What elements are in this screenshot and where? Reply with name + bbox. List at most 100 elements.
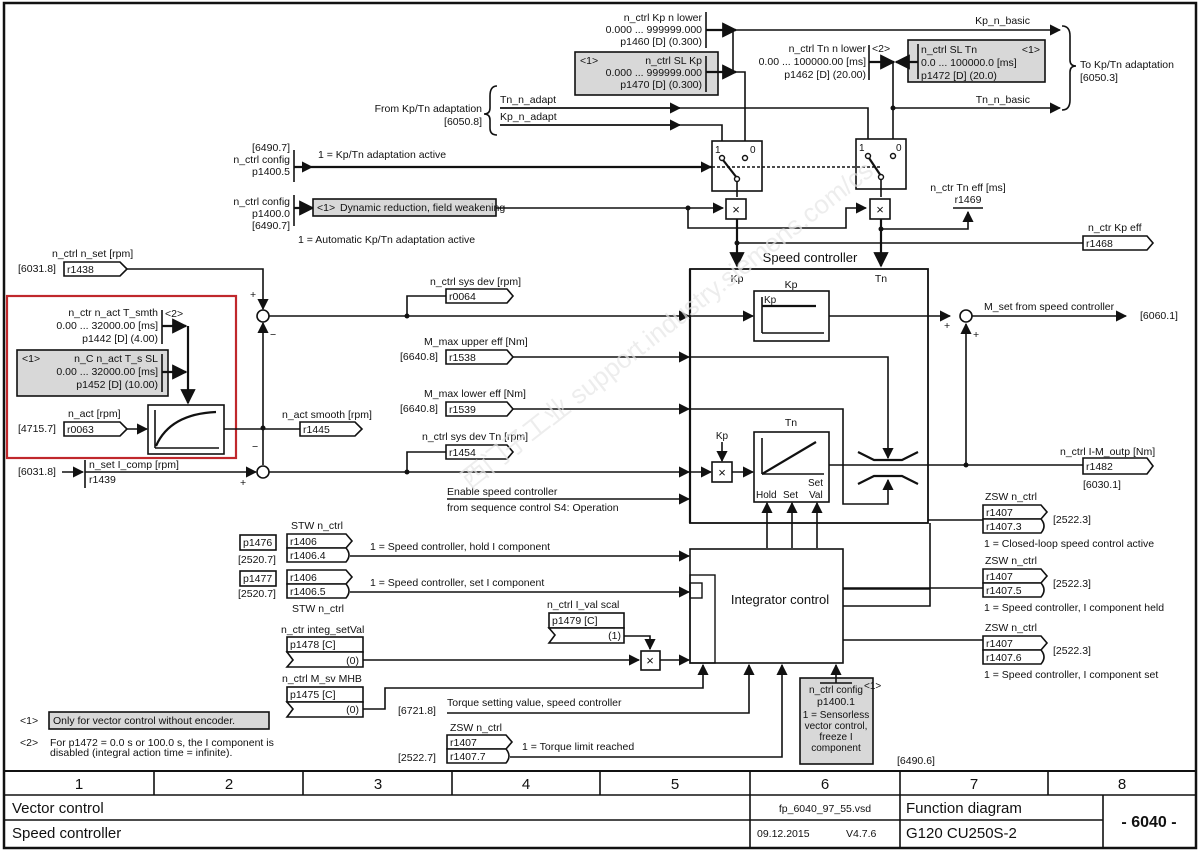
m-max-lower-input[interactable]: M_max lower eff [Nm] [6640.8] r1539 xyxy=(400,388,526,417)
column-6: 6 xyxy=(821,776,829,793)
svg-text:r1407.6: r1407.6 xyxy=(986,652,1022,664)
zsw-closed-loop-output[interactable]: ZSW n_ctrl r1407 r1407.3 [2522.3] 1 = Cl… xyxy=(982,491,1154,550)
footer-title-speed-controller: Speed controller xyxy=(12,825,121,842)
tn-eff-output: n_ctr Tn eff [ms] r1469 xyxy=(930,182,1006,209)
svg-text:−: − xyxy=(270,329,276,341)
column-3: 3 xyxy=(374,776,382,793)
svg-text:r1445: r1445 xyxy=(303,424,330,436)
torque-set-ref[interactable]: [6721.8] xyxy=(398,705,436,717)
n-set-comp-input[interactable]: [6031.8] n_set I_comp [rpm] r1439 xyxy=(18,459,179,488)
i-m-outp-output[interactable]: n_ctrl I-M_outp [Nm] r1482 [6030.1] xyxy=(1060,446,1155,491)
enable-source-label: from sequence control S4: Operation xyxy=(447,502,619,514)
svg-text:0: 0 xyxy=(896,143,902,154)
svg-text:n_ctrl config: n_ctrl config xyxy=(233,154,290,166)
svg-text:component: component xyxy=(811,743,861,754)
kp-tn-adaptation-active-label: 1 = Kp/Tn adaptation active xyxy=(318,149,446,161)
integrator-control-block: Integrator control xyxy=(689,548,844,664)
svg-text:1: 1 xyxy=(859,143,865,154)
kp-adapt-label: Kp_n_adapt xyxy=(500,111,557,123)
tn-integral-block xyxy=(753,431,830,503)
i-val-scal-input[interactable]: n_ctrl I_val scal p1479 [C] (1) xyxy=(547,599,625,644)
column-7: 7 xyxy=(970,776,978,793)
svg-text:+: + xyxy=(250,289,256,301)
svg-text:r1482: r1482 xyxy=(1086,461,1113,473)
svg-text:1 = Speed controller, I compon: 1 = Speed controller, I component set xyxy=(984,669,1158,681)
svg-text:(0): (0) xyxy=(346,704,359,716)
svg-text:n_set I_comp [rpm]: n_set I_comp [rpm] xyxy=(89,459,179,471)
m-set-summing-point xyxy=(959,309,973,323)
svg-text:r1539: r1539 xyxy=(449,404,476,416)
svg-text:p1478 [C]: p1478 [C] xyxy=(290,639,336,651)
enable-speed-controller-label: Enable speed controller xyxy=(447,486,558,498)
footnotes: <1> Only for vector control without enco… xyxy=(20,711,274,759)
svg-text:1 = Speed controller, set I co: 1 = Speed controller, set I component xyxy=(370,577,544,589)
svg-text:STW n_ctrl: STW n_ctrl xyxy=(291,520,343,532)
kp-lower-range: 0.000 ... 999999.000 xyxy=(606,24,702,36)
highlight-frame xyxy=(5,294,238,460)
svg-text:n_ctrl M_sv MHB: n_ctrl M_sv MHB xyxy=(282,673,362,685)
svg-text:+: + xyxy=(944,320,950,332)
zsw-i-set-output[interactable]: ZSW n_ctrl r1407 r1407.6 [2522.3] 1 = Sp… xyxy=(982,622,1158,681)
stw-hold-input[interactable]: STW n_ctrl p1476 [2520.7] r1406 r1406.4 … xyxy=(238,520,550,566)
m-sv-mhb-input[interactable]: n_ctrl M_sv MHB p1475 [C] (0) xyxy=(282,673,364,718)
integ-setval-input[interactable]: n_ctr integ_setVal p1478 [C] (0) xyxy=(281,624,364,668)
n-act-smooth-output[interactable]: n_act smooth [rpm] r1445 xyxy=(282,409,372,437)
from-adaptation-ref[interactable]: [6050.8] xyxy=(444,116,482,128)
stw-set-input[interactable]: p1477 [2520.7] r1406 r1406.5 STW n_ctrl … xyxy=(238,569,544,615)
svg-text:n_ctrl I-M_outp [Nm]: n_ctrl I-M_outp [Nm] xyxy=(1060,446,1155,458)
svg-text:r0064: r0064 xyxy=(449,291,476,303)
n-act-input[interactable]: n_act [rpm] [4715.7] r0063 xyxy=(18,408,129,437)
zsw-i-held-output[interactable]: ZSW n_ctrl r1407 r1407.5 [2522.3] 1 = Sp… xyxy=(982,555,1164,614)
torque-set-label: Torque setting value, speed controller xyxy=(447,697,622,709)
svg-text:r1407: r1407 xyxy=(986,571,1013,583)
svg-text:r1406: r1406 xyxy=(290,536,317,548)
svg-text:×: × xyxy=(732,202,740,217)
svg-text:r1454: r1454 xyxy=(449,447,476,459)
svg-text:Kp: Kp xyxy=(764,295,777,306)
m-max-upper-input[interactable]: M_max upper eff [Nm] [6640.8] r1538 xyxy=(400,336,528,365)
dynamic-reduction-label: Dynamic reduction, field weakening xyxy=(340,202,505,214)
footer-file: fp_6040_97_55.vsd xyxy=(779,803,871,815)
sys-dev-tn-output[interactable]: n_ctrl sys dev Tn [rpm] r1454 xyxy=(422,431,528,460)
svg-text:r1407.7: r1407.7 xyxy=(450,751,486,763)
sl-kp-name: n_ctrl SL Kp xyxy=(645,55,702,67)
kp-eff-output[interactable]: n_ctr Kp eff r1468 xyxy=(1082,222,1155,251)
svg-text:n_ctrl sys dev Tn [rpm]: n_ctrl sys dev Tn [rpm] xyxy=(422,431,528,443)
svg-text:ZSW n_ctrl: ZSW n_ctrl xyxy=(985,622,1037,634)
svg-text:0.00 ... 32000.00 [ms]: 0.00 ... 32000.00 [ms] xyxy=(56,320,158,332)
svg-text:1 = Speed controller, hold I c: 1 = Speed controller, hold I component xyxy=(370,541,550,553)
svg-text:Kp: Kp xyxy=(716,431,729,442)
sl-kp-param-value: p1470 [D] (0.300) xyxy=(620,79,702,91)
torque-limit-input[interactable]: ZSW n_ctrl [2522.7] r1407 r1407.7 1 = To… xyxy=(398,722,634,764)
svg-text:<2>: <2> xyxy=(165,308,183,320)
svg-text:×: × xyxy=(876,202,884,217)
svg-text:p1476: p1476 xyxy=(243,537,272,549)
kp-multiplier: × xyxy=(725,198,747,220)
sl-kp-param: <1> n_ctrl SL Kp 0.000 ... 999999.000 p1… xyxy=(574,51,738,96)
m-set-ref[interactable]: [6060.1] xyxy=(1140,310,1178,322)
setval-multiplier: × xyxy=(640,650,661,671)
svg-text:r1406.5: r1406.5 xyxy=(290,586,326,598)
svg-text:×: × xyxy=(718,465,726,480)
svg-text:p1475 [C]: p1475 [C] xyxy=(290,689,336,701)
svg-text:Set: Set xyxy=(783,490,798,501)
column-5: 5 xyxy=(671,776,679,793)
svg-text:p1400.0: p1400.0 xyxy=(252,208,290,220)
title-block: 1 2 3 4 5 6 7 8 Vector control Speed con… xyxy=(4,770,1196,848)
svg-text:Set: Set xyxy=(808,478,823,489)
svg-text:×: × xyxy=(646,653,654,668)
svg-text:STW n_ctrl: STW n_ctrl xyxy=(292,603,344,615)
svg-text:[2522.7]: [2522.7] xyxy=(398,752,436,764)
sys-dev-output[interactable]: n_ctrl sys dev [rpm] r0064 xyxy=(430,276,521,304)
sl-tn-param: n_ctrl SL Tn <1> 0.0 ... 100000.0 [ms] p… xyxy=(894,39,1046,83)
svg-text:r1407: r1407 xyxy=(986,638,1013,650)
n-set-input[interactable]: n_ctrl n_set [rpm] [6031.8] r1438 xyxy=(18,248,133,277)
speed-controller-block: Speed controller Kp Tn Kp Kp Tn Hold Set… xyxy=(689,250,966,524)
column-8: 8 xyxy=(1118,776,1126,793)
svg-text:[6030.1]: [6030.1] xyxy=(1083,479,1121,491)
kp-basic-label: Kp_n_basic xyxy=(975,15,1030,27)
svg-text:M_max lower eff [Nm]: M_max lower eff [Nm] xyxy=(424,388,526,400)
svg-text:[6490.7]: [6490.7] xyxy=(252,142,290,154)
to-adaptation-ref[interactable]: [6050.3] xyxy=(1080,72,1118,84)
